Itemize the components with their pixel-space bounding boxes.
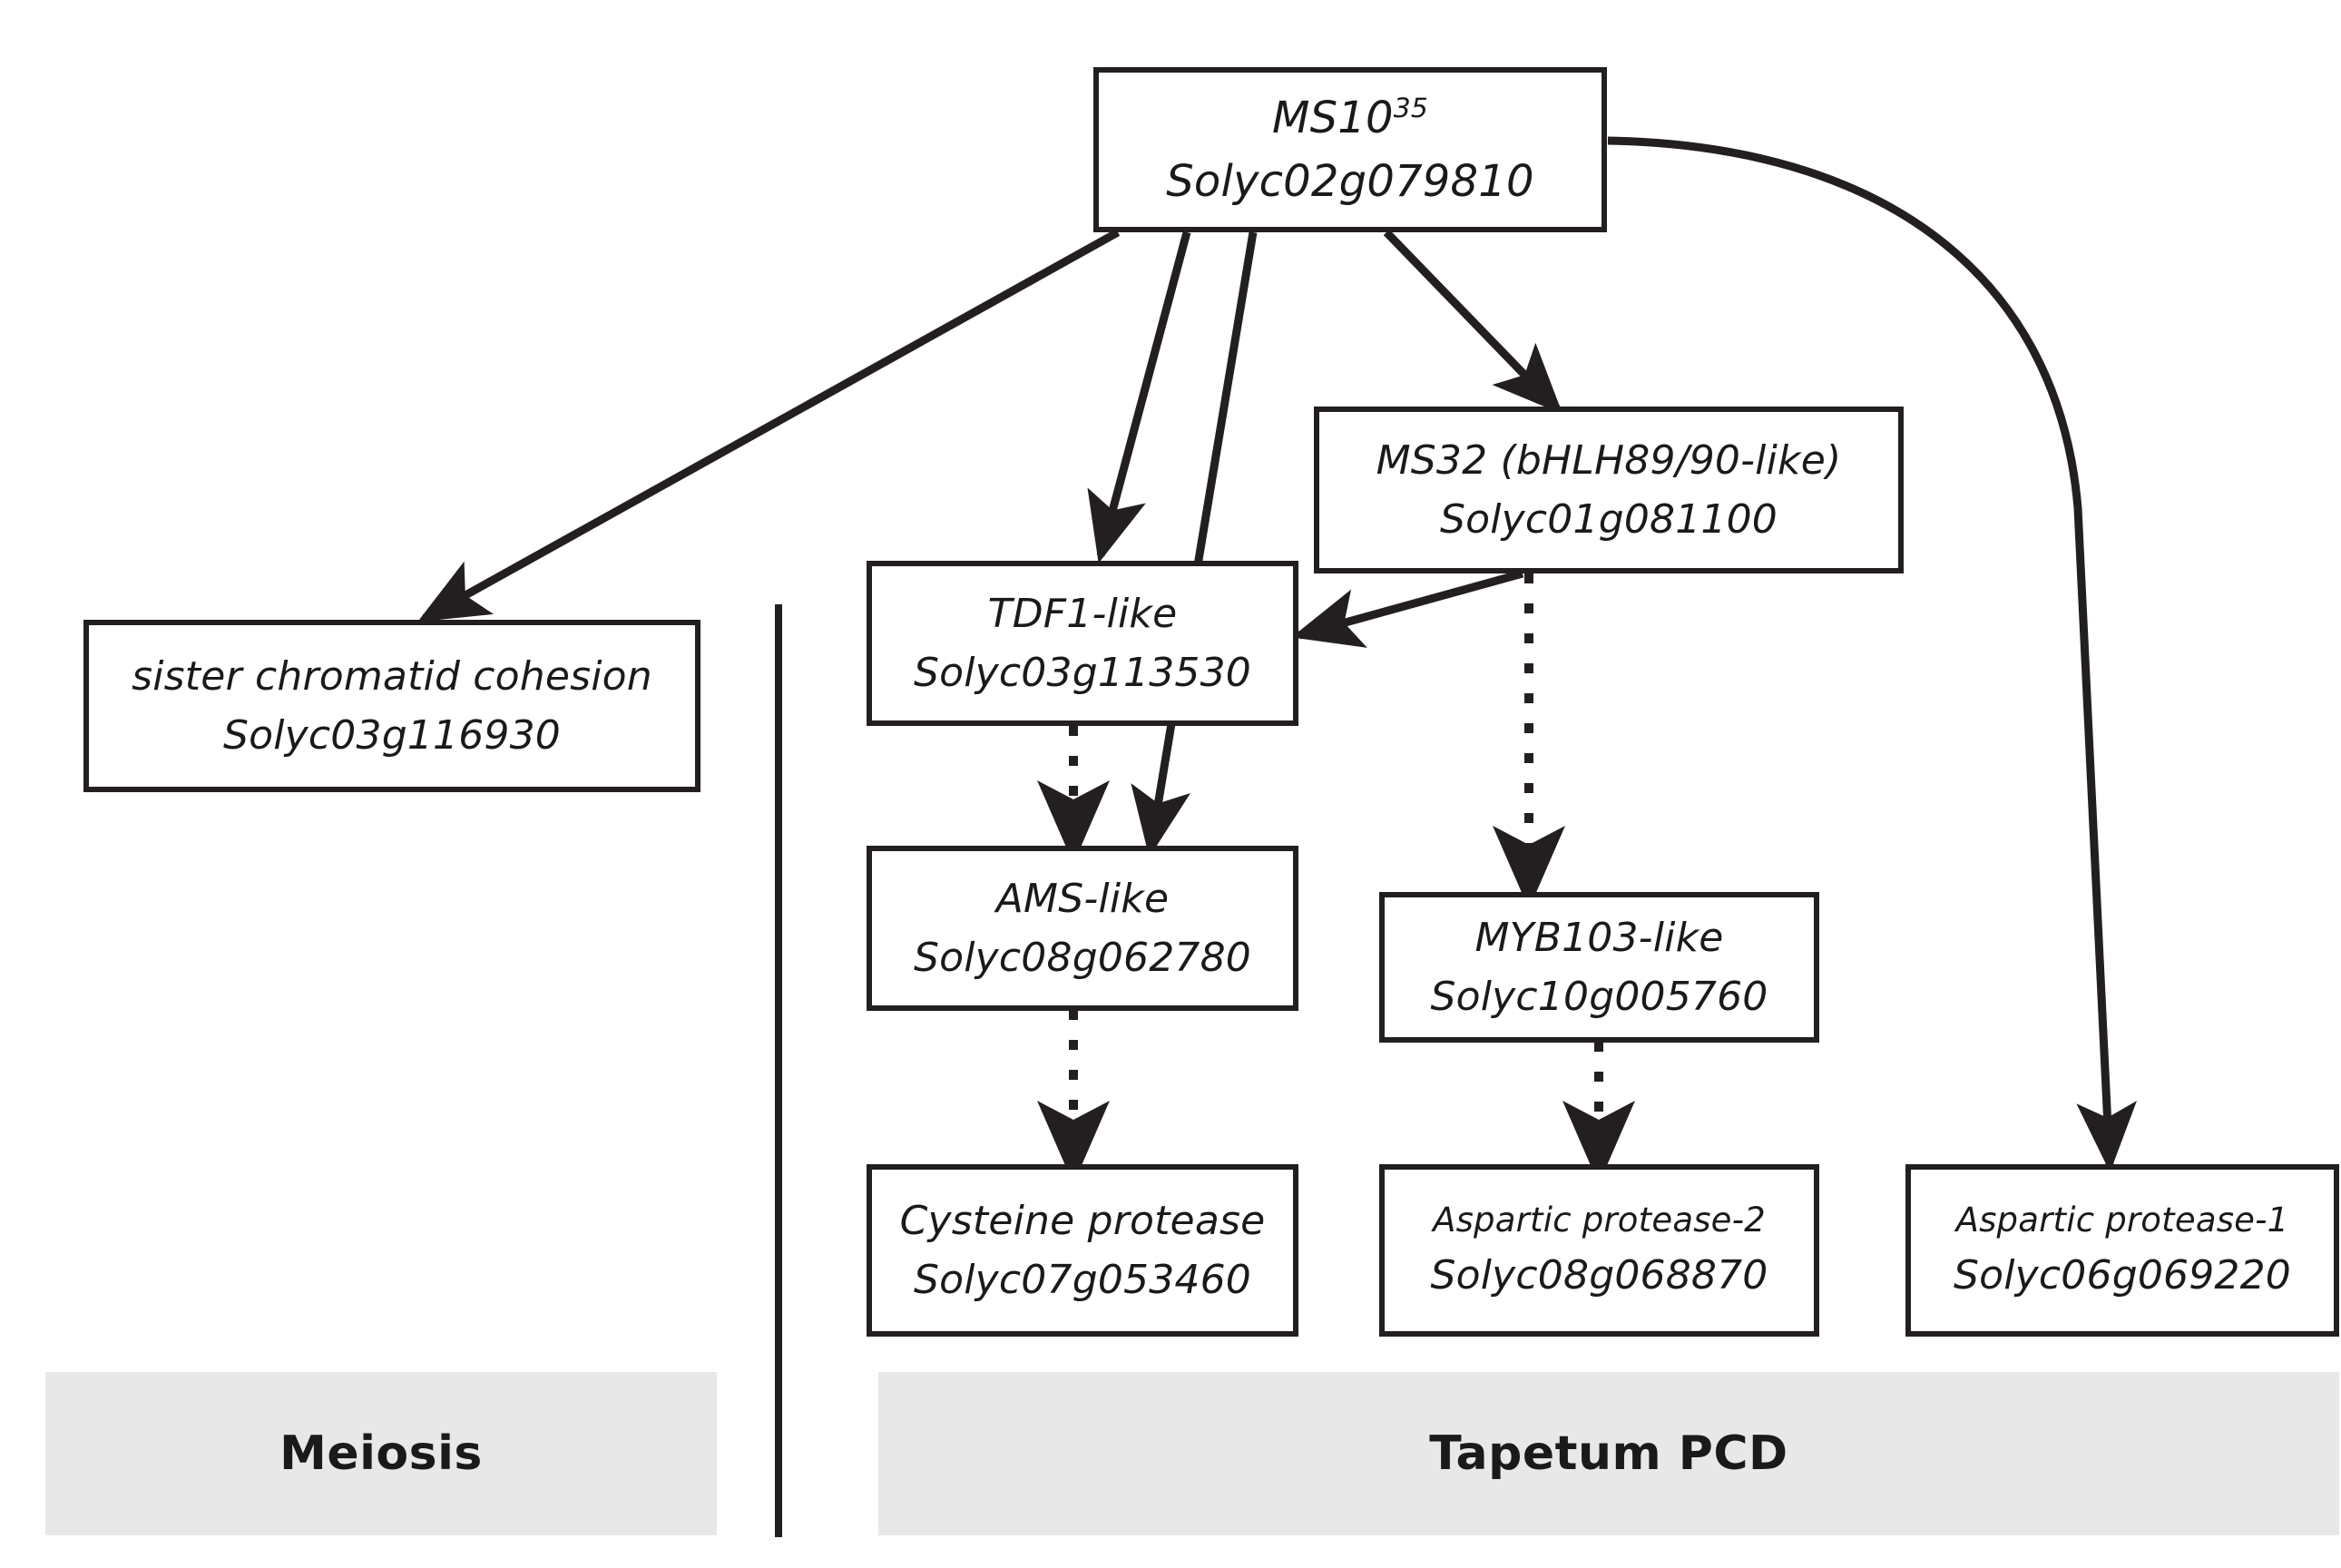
- edge-ms10-to-ms32: [1383, 229, 1563, 415]
- node-cysteine-protease-gene-label: Cysteine protease: [899, 1197, 1266, 1244]
- node-ams-gene-label: AMS-like: [995, 875, 1170, 922]
- node-ms10-gene-label: MS1035: [1271, 92, 1429, 143]
- band-meiosis-label: Meiosis: [279, 1426, 483, 1481]
- node-ms10[interactable]: MS1035 Solyc02g079810: [1093, 67, 1607, 232]
- node-ams[interactable]: AMS-like Solyc08g062780: [867, 846, 1298, 1011]
- node-aspartic-protease-2-accession: Solyc08g068870: [1430, 1252, 1768, 1299]
- node-aspartic-protease-1-gene-label: Aspartic protease-1: [1955, 1200, 2289, 1240]
- node-sister-chromatid[interactable]: sister chromatid cohesion Solyc03g116930: [83, 620, 700, 792]
- edge-ms10-to-tdf1: [1087, 230, 1191, 564]
- node-myb103-accession: Solyc10g005760: [1430, 974, 1768, 1020]
- section-divider: [775, 604, 782, 1537]
- node-myb103[interactable]: MYB103-like Solyc10g005760: [1379, 892, 1819, 1043]
- edge-ms10-to-aspartic-protease-1: [1607, 136, 2137, 1172]
- node-aspartic-protease-1-accession: Solyc06g069220: [1954, 1252, 2291, 1299]
- band-meiosis: Meiosis: [45, 1372, 717, 1535]
- node-ams-accession: Solyc08g062780: [914, 935, 1251, 981]
- edge-ms32-to-tdf1: [1291, 569, 1524, 648]
- edge-ms10-to-ams: [1131, 231, 1258, 858]
- node-tdf1[interactable]: TDF1-like Solyc03g113530: [867, 561, 1298, 726]
- node-cysteine-protease-accession: Solyc07g053460: [914, 1257, 1251, 1303]
- node-tdf1-gene-label: TDF1-like: [987, 590, 1178, 637]
- node-ms10-superscript: 35: [1393, 92, 1429, 124]
- node-aspartic-protease-2-gene-label: Aspartic protease-2: [1433, 1200, 1766, 1240]
- node-ms32-accession: Solyc01g081100: [1440, 496, 1778, 543]
- node-sister-chromatid-accession: Solyc03g116930: [223, 712, 561, 759]
- node-aspartic-protease-1[interactable]: Aspartic protease-1 Solyc06g069220: [1905, 1164, 2339, 1337]
- edge-ms10-to-sister-chromatid: [417, 229, 1121, 622]
- band-tapetum-pcd: Tapetum PCD: [878, 1372, 2339, 1535]
- node-myb103-gene-label: MYB103-like: [1474, 914, 1724, 961]
- node-tdf1-accession: Solyc03g113530: [914, 650, 1251, 696]
- node-ms32-gene-label: MS32 (bHLH89/90-like): [1376, 436, 1842, 484]
- node-ms10-accession: Solyc02g079810: [1166, 156, 1534, 207]
- node-aspartic-protease-2[interactable]: Aspartic protease-2 Solyc08g068870: [1379, 1164, 1819, 1337]
- node-cysteine-protease[interactable]: Cysteine protease Solyc07g053460: [867, 1164, 1298, 1337]
- band-tapetum-pcd-label: Tapetum PCD: [1429, 1426, 1788, 1481]
- node-ms32[interactable]: MS32 (bHLH89/90-like) Solyc01g081100: [1314, 407, 1904, 573]
- node-sister-chromatid-gene-label: sister chromatid cohesion: [132, 652, 652, 700]
